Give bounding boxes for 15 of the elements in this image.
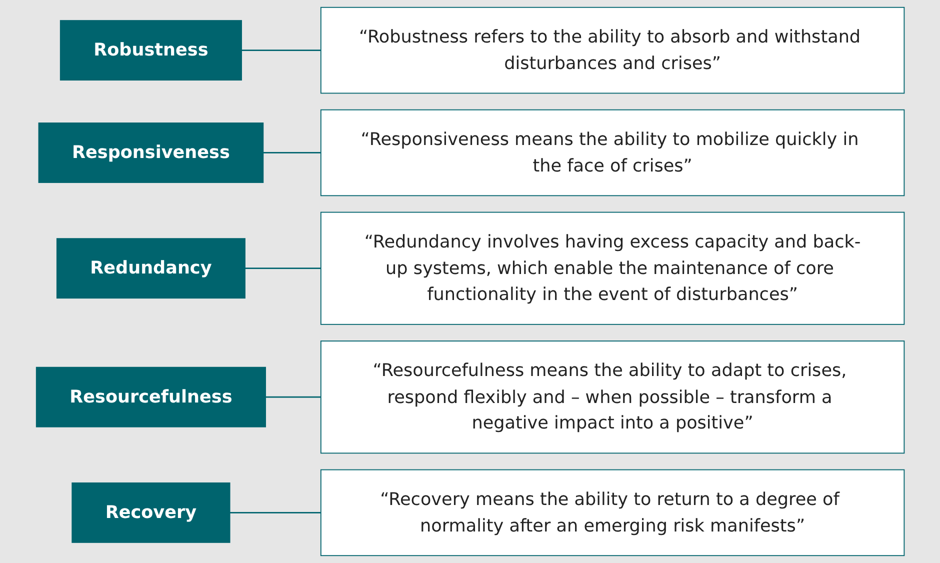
connector xyxy=(265,396,321,398)
node-box xyxy=(320,6,904,94)
connector xyxy=(230,512,321,514)
node-box xyxy=(71,482,230,543)
connector xyxy=(241,50,321,51)
node-box xyxy=(60,20,242,81)
node-box xyxy=(320,469,904,556)
connector xyxy=(262,152,321,154)
connector xyxy=(244,268,321,270)
node-box xyxy=(320,109,904,196)
node-box xyxy=(36,366,266,428)
node-box xyxy=(56,238,246,299)
node-box xyxy=(320,340,904,454)
node-box xyxy=(320,212,904,325)
node-box xyxy=(38,122,264,183)
